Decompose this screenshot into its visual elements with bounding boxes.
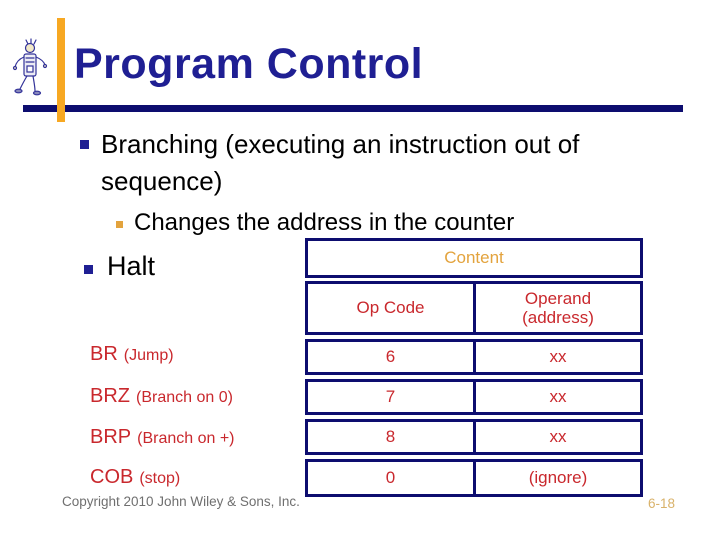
- opcode-cell: 8: [308, 422, 476, 452]
- table-header-row: Op Code Operand (address): [305, 281, 643, 335]
- table-title-cell: Content: [305, 238, 643, 278]
- page-number: 6-18: [648, 496, 676, 511]
- mnemonic: BRZ: [90, 385, 130, 407]
- opcode-cell: 6: [308, 342, 476, 372]
- bullet-changes-address: Changes the address in the counter: [134, 209, 515, 236]
- mnemonic-note: (stop): [139, 470, 181, 487]
- instruction-label-brz: BRZ (Branch on 0): [90, 386, 233, 408]
- walking-robot-logo-icon: [12, 38, 48, 96]
- opcode-cell: 0: [308, 462, 476, 494]
- bullet-branching: Branching (executing an instruction out …: [101, 129, 580, 196]
- accent-bar: [57, 18, 65, 122]
- mnemonic-note: (Jump): [123, 347, 174, 364]
- mnemonic-note: (Branch on 0): [136, 389, 233, 406]
- mnemonic-note: (Branch on +): [137, 430, 235, 447]
- mnemonic: COB: [90, 466, 134, 488]
- operand-cell: xx: [549, 427, 567, 446]
- operand-cell: xx: [549, 347, 567, 366]
- title-divider-rule: [23, 105, 683, 112]
- bullet-halt: Halt: [107, 251, 156, 281]
- mnemonic: BRP: [90, 426, 132, 448]
- instruction-label-br: BR (Jump): [90, 344, 174, 366]
- sub-bullet-icon: [116, 221, 123, 228]
- table-row: 7 xx: [305, 379, 643, 415]
- opcode-table: Content Op Code Operand (address) 6 xx 7…: [305, 238, 643, 497]
- instruction-label-brp: BRP (Branch on +): [90, 427, 235, 449]
- operand-cell: (ignore): [528, 468, 588, 487]
- bullet-icon: [84, 265, 93, 274]
- operand-cell: xx: [549, 387, 567, 406]
- mnemonic: BR: [90, 343, 118, 365]
- column-header-operand: Operand (address): [522, 289, 594, 327]
- table-row: 0 (ignore): [305, 459, 643, 497]
- table-row: 8 xx: [305, 419, 643, 455]
- table-row: 6 xx: [305, 339, 643, 375]
- opcode-cell: 7: [308, 382, 476, 412]
- copyright-text: Copyright 2010 John Wiley & Sons, Inc.: [62, 494, 300, 509]
- slide-title: Program Control: [74, 40, 424, 88]
- bullet-icon: [80, 140, 89, 149]
- instruction-label-cob: COB (stop): [90, 467, 180, 489]
- column-header-opcode: Op Code: [308, 284, 476, 332]
